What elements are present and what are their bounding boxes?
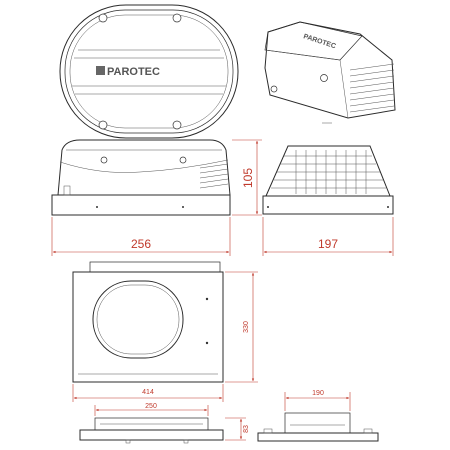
bolt-icon <box>320 74 328 82</box>
dimension-label: 250 <box>145 403 157 410</box>
dimension-label: 197 <box>318 237 338 251</box>
base-elevation-side <box>257 412 379 442</box>
bolt-icon <box>172 13 182 23</box>
dimension-label: 190 <box>312 390 324 397</box>
dimension-base-width: 414 <box>72 384 224 402</box>
dimension-label: 414 <box>142 389 154 396</box>
dimension-base-length: 330 <box>225 271 258 383</box>
isometric-view: PAROTEC <box>264 21 396 124</box>
bolt-icon <box>98 13 108 23</box>
dimension-opening-length: 250 <box>94 403 209 416</box>
bolt-icon <box>270 85 278 93</box>
dimension-label: 256 <box>131 237 151 251</box>
bolt-icon <box>98 120 108 130</box>
dimension-label: 83 <box>243 425 250 433</box>
brand-logo: PAROTEC <box>107 66 160 78</box>
base-plate-plan <box>72 261 224 383</box>
base-elevation-front <box>79 417 224 444</box>
brand-logo-iso: PAROTEC <box>302 33 336 50</box>
logo-mark-icon <box>96 66 105 75</box>
dimension-label: 330 <box>243 321 250 333</box>
front-view <box>262 145 394 215</box>
dimension-overall-height: 105 <box>232 139 262 216</box>
dimension-overall-width: 197 <box>262 217 394 256</box>
side-view <box>51 139 231 216</box>
dimension-opening-width: 190 <box>284 390 351 411</box>
bolt-icon <box>172 120 182 130</box>
dimension-label: 105 <box>241 168 255 188</box>
bolt-icon <box>100 156 108 164</box>
top-view-cover: PAROTEC <box>59 4 239 139</box>
dimension-base-height: 83 <box>225 417 250 441</box>
dimension-overall-length: 256 <box>51 217 231 256</box>
bolt-icon <box>179 156 187 164</box>
